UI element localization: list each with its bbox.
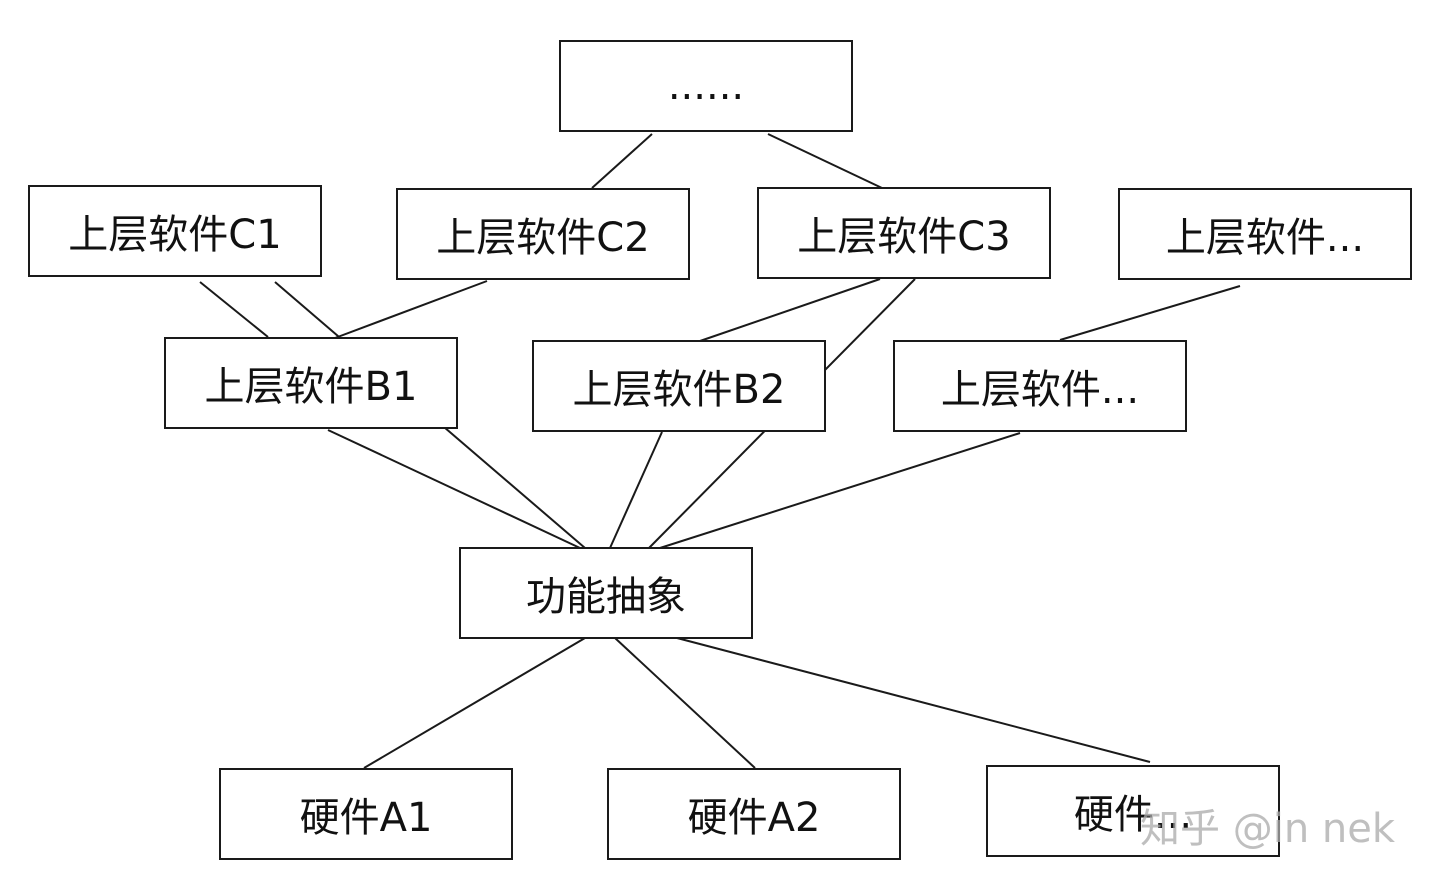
node-upper-software-c1: 上层软件C1 <box>28 185 322 277</box>
edge-c2-b1 <box>334 280 488 339</box>
node-upper-software-c3: 上层软件C3 <box>757 187 1051 279</box>
node-hardware-more: 硬件... <box>986 765 1280 857</box>
edge-b2-abstraction <box>609 431 663 549</box>
edge-b1-abstraction <box>327 429 581 549</box>
node-upper-software-b-more: 上层软件... <box>893 340 1187 432</box>
edge-abstraction-amore <box>676 637 1151 763</box>
edge-top-c2 <box>591 133 653 189</box>
edge-top-c3 <box>767 133 883 189</box>
edge-c1-b1 <box>199 281 269 338</box>
node-function-abstraction: 功能抽象 <box>459 547 753 639</box>
edge-bmore-abstraction <box>659 432 1021 549</box>
edge-abstraction-a2 <box>614 637 756 769</box>
edge-cmore-bmore <box>1059 285 1241 341</box>
node-upper-software-b1: 上层软件B1 <box>164 337 458 429</box>
node-upper-software-c-more: 上层软件... <box>1118 188 1412 280</box>
node-upper-software-b2: 上层软件B2 <box>532 340 826 432</box>
edge-c3-b2 <box>699 278 881 342</box>
node-hardware-a1: 硬件A1 <box>219 768 513 860</box>
edge-abstraction-a1 <box>363 637 586 769</box>
node-upper-software-c2: 上层软件C2 <box>396 188 690 280</box>
node-hardware-a2: 硬件A2 <box>607 768 901 860</box>
node-top-ellipsis: ...... <box>559 40 853 132</box>
